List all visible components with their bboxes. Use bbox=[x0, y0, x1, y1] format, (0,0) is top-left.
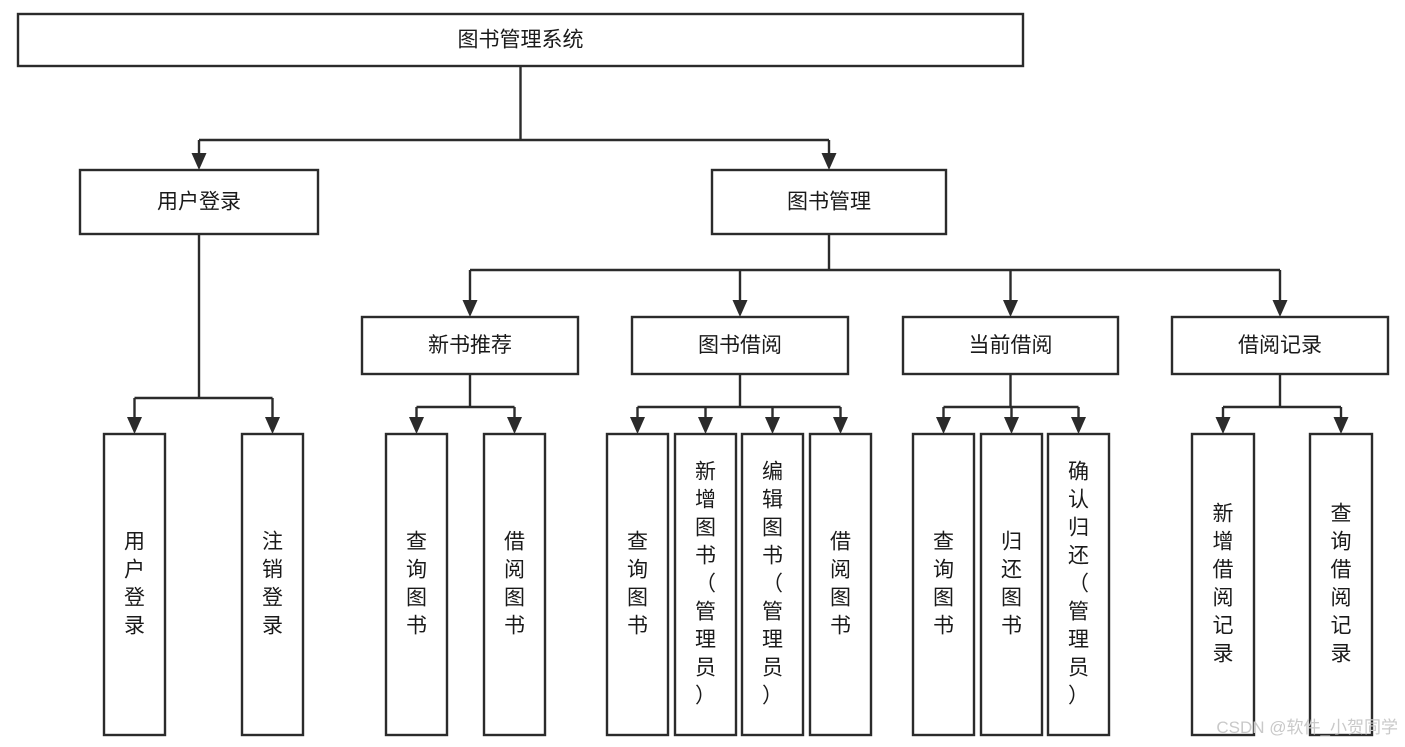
arrow-head-icon bbox=[1071, 417, 1086, 434]
arrow-head-icon bbox=[821, 153, 837, 170]
node-rect bbox=[384, 432, 449, 737]
node-leaf-edit-book[interactable]: 编辑图书（管理员） bbox=[740, 432, 805, 737]
node-label: 新增借阅记录 bbox=[1213, 503, 1234, 666]
connector-layer bbox=[127, 66, 1349, 434]
node-label: 当前借阅 bbox=[969, 334, 1053, 357]
node-current-borrow[interactable]: 当前借阅 bbox=[901, 315, 1120, 376]
node-leaf-query-book-borrow[interactable]: 查询图书 bbox=[605, 432, 670, 737]
node-leaf-borrow-book-rec[interactable]: 借阅图书 bbox=[482, 432, 547, 737]
node-rect bbox=[102, 432, 167, 737]
node-leaf-borrow-book[interactable]: 借阅图书 bbox=[808, 432, 873, 737]
node-label: 图书借阅 bbox=[698, 334, 782, 357]
node-leaf-query-record[interactable]: 查询借阅记录 bbox=[1308, 432, 1374, 737]
node-leaf-return-book[interactable]: 归还图书 bbox=[979, 432, 1044, 737]
node-rect bbox=[979, 432, 1044, 737]
node-leaf-user-login[interactable]: 用户登录 bbox=[102, 432, 167, 737]
node-label: 确认归还（管理员） bbox=[1068, 461, 1089, 708]
arrow-head-icon bbox=[507, 417, 522, 434]
node-root-root[interactable]: 图书管理系统 bbox=[16, 12, 1025, 68]
node-leaf-query-book-current[interactable]: 查询图书 bbox=[911, 432, 976, 737]
arrow-head-icon bbox=[1272, 300, 1288, 317]
arrow-head-icon bbox=[409, 417, 424, 434]
node-label: 借阅图书 bbox=[830, 531, 851, 638]
node-rect bbox=[740, 432, 805, 737]
node-layer: 图书管理系统用户登录图书管理新书推荐图书借阅当前借阅借阅记录用户登录注销登录查询… bbox=[16, 12, 1390, 737]
node-leaf-confirm-return[interactable]: 确认归还（管理员） bbox=[1046, 432, 1111, 737]
node-rect bbox=[901, 315, 1120, 376]
node-rect bbox=[16, 12, 1025, 68]
node-label: 图书管理 bbox=[787, 191, 871, 214]
node-label: 新书推荐 bbox=[428, 334, 512, 357]
node-label: 用户登录 bbox=[124, 531, 145, 638]
arrow-head-icon bbox=[936, 417, 951, 434]
node-label: 归还图书 bbox=[1001, 531, 1022, 638]
node-rect bbox=[808, 432, 873, 737]
arrow-head-icon bbox=[265, 417, 280, 434]
arrow-head-icon bbox=[191, 153, 207, 170]
arrow-head-icon bbox=[1003, 300, 1018, 317]
arrow-head-icon bbox=[1215, 417, 1231, 434]
arrow-head-icon bbox=[833, 417, 848, 434]
node-book-manage[interactable]: 图书管理 bbox=[710, 168, 948, 236]
node-rect bbox=[1308, 432, 1374, 737]
node-new-book-recommend[interactable]: 新书推荐 bbox=[360, 315, 580, 376]
node-book-borrow[interactable]: 图书借阅 bbox=[630, 315, 850, 376]
node-rect bbox=[240, 432, 305, 737]
arrow-head-icon bbox=[698, 417, 713, 434]
node-rect bbox=[1190, 432, 1256, 737]
node-leaf-logout[interactable]: 注销登录 bbox=[240, 432, 305, 737]
arrow-head-icon bbox=[1004, 417, 1019, 434]
node-label: 查询图书 bbox=[406, 531, 427, 638]
node-label: 用户登录 bbox=[157, 191, 241, 214]
node-rect bbox=[360, 315, 580, 376]
arrow-head-icon bbox=[765, 417, 780, 434]
node-label: 图书管理系统 bbox=[458, 29, 584, 52]
arrow-head-icon bbox=[127, 417, 142, 434]
node-rect bbox=[605, 432, 670, 737]
csdn-watermark: CSDN @软件_小贺同学 bbox=[1216, 718, 1398, 737]
node-rect bbox=[710, 168, 948, 236]
arrow-head-icon bbox=[1333, 417, 1349, 434]
node-label: 查询借阅记录 bbox=[1331, 503, 1352, 666]
node-rect bbox=[1170, 315, 1390, 376]
node-rect bbox=[482, 432, 547, 737]
node-label: 查询图书 bbox=[933, 531, 954, 638]
node-user-login[interactable]: 用户登录 bbox=[78, 168, 320, 236]
node-label: 新增图书（管理员） bbox=[695, 461, 716, 708]
node-rect bbox=[673, 432, 738, 737]
arrow-head-icon bbox=[462, 300, 478, 317]
arrow-head-icon bbox=[732, 300, 748, 317]
node-leaf-add-book[interactable]: 新增图书（管理员） bbox=[673, 432, 738, 737]
node-label: 注销登录 bbox=[262, 531, 283, 638]
node-label: 查询图书 bbox=[627, 531, 648, 638]
node-rect bbox=[911, 432, 976, 737]
node-leaf-query-book-rec[interactable]: 查询图书 bbox=[384, 432, 449, 737]
node-label: 借阅图书 bbox=[504, 531, 525, 638]
node-label: 编辑图书（管理员） bbox=[762, 461, 783, 708]
node-rect bbox=[1046, 432, 1111, 737]
arrow-head-icon bbox=[630, 417, 645, 434]
node-leaf-add-record[interactable]: 新增借阅记录 bbox=[1190, 432, 1256, 737]
node-label: 借阅记录 bbox=[1238, 334, 1322, 357]
node-borrow-record[interactable]: 借阅记录 bbox=[1170, 315, 1390, 376]
node-rect bbox=[78, 168, 320, 236]
node-rect bbox=[630, 315, 850, 376]
